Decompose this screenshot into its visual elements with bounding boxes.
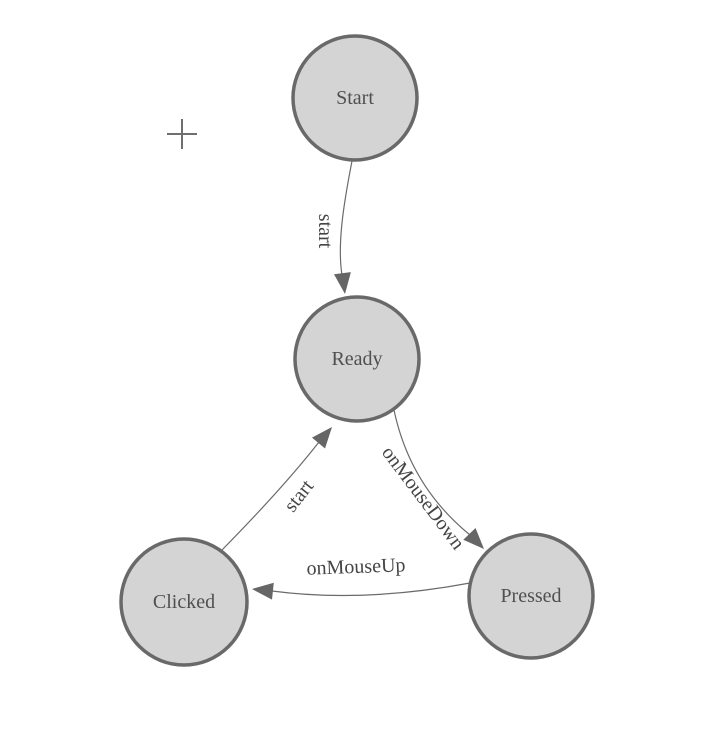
edge-start-to-ready[interactable]: start (314, 160, 353, 295)
node-pressed[interactable]: Pressed (467, 532, 595, 660)
node-clicked[interactable]: Clicked (119, 537, 249, 667)
state-circle (291, 34, 419, 162)
arrowhead-icon (311, 427, 332, 449)
state-circle (467, 532, 595, 660)
state-label: Start (336, 87, 374, 109)
arrowhead-icon (252, 582, 274, 600)
edge-path (393, 409, 471, 536)
edge-path (339, 160, 353, 276)
arrowhead-icon (334, 272, 351, 294)
edge-clicked-to-ready[interactable]: start (220, 422, 339, 552)
arrowhead-icon (463, 527, 484, 549)
edge-label: start (314, 214, 336, 249)
state-circle (293, 295, 421, 423)
state-label: Pressed (500, 585, 561, 607)
edge-path (271, 582, 471, 597)
edge-ready-to-pressed[interactable]: onMouseDown (377, 409, 490, 555)
node-ready[interactable]: Ready (293, 295, 421, 423)
state-label: Clicked (153, 591, 215, 613)
state-label: Ready (331, 348, 382, 370)
plus-icon[interactable] (167, 119, 197, 149)
state-circle (119, 537, 249, 667)
edge-path (220, 441, 320, 552)
edge-label: onMouseDown (377, 442, 469, 554)
edge-label: onMouseUp (306, 554, 406, 579)
edge-pressed-to-clicked[interactable]: onMouseUp (251, 554, 471, 600)
node-start[interactable]: Start (291, 34, 419, 162)
